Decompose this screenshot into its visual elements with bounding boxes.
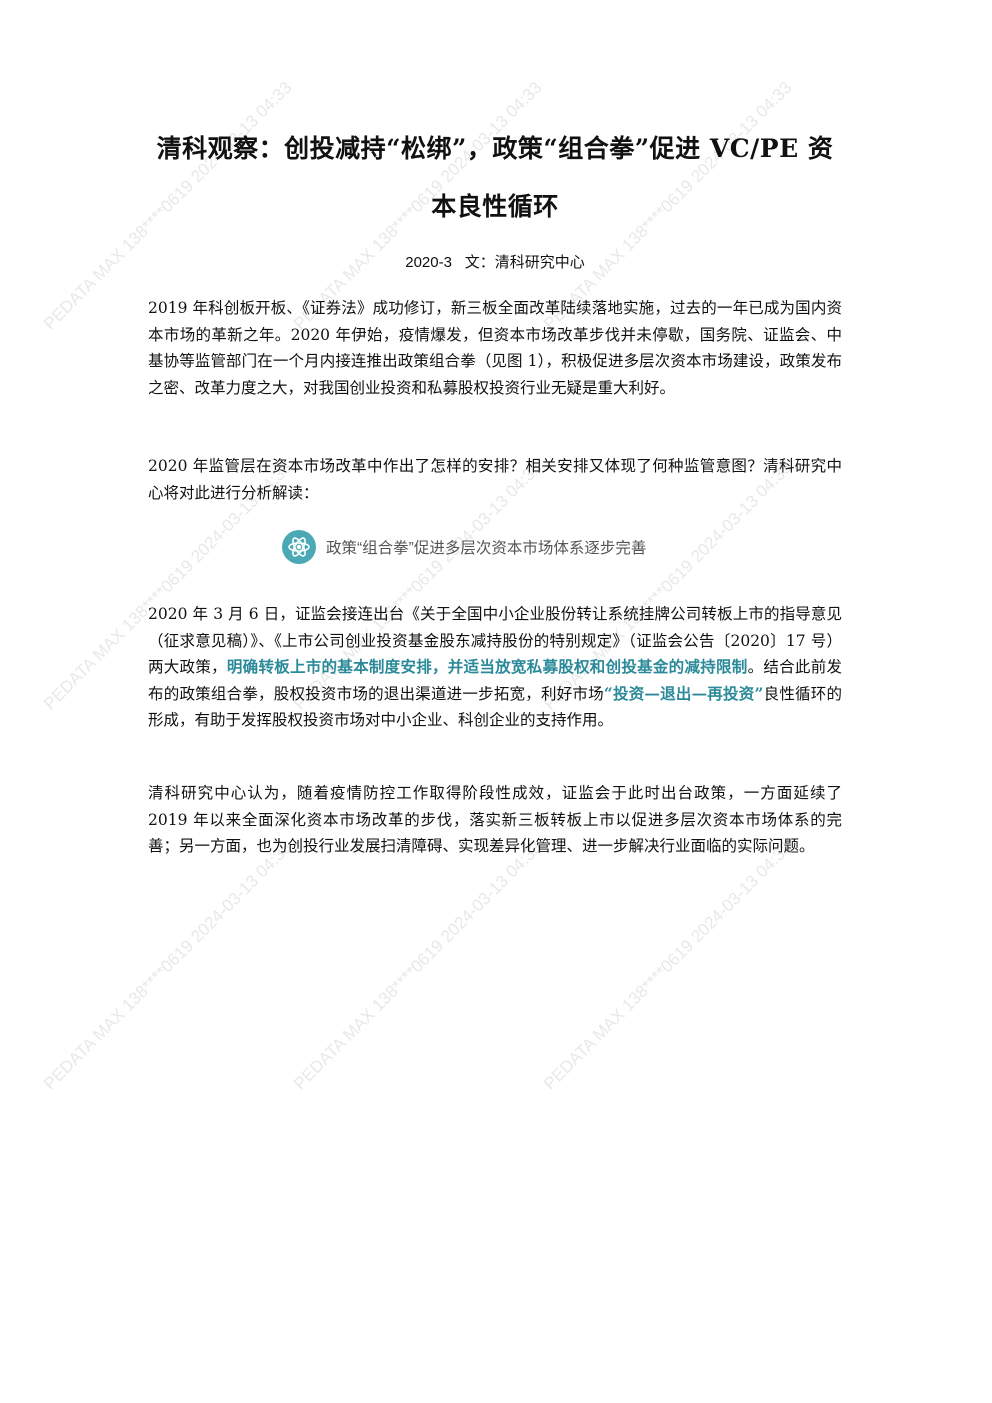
- watermark-text: PEDATA MAX 138****0619 2024-03-13 04:33: [540, 837, 796, 1094]
- section-heading-text: 政策“组合拳”促进多层次资本市场体系逐步完善: [326, 540, 647, 557]
- title-line-1: 清科观察：创投减持“松绑”，政策“组合拳”促进 VC/PE 资: [156, 134, 834, 163]
- watermark-text: PEDATA MAX 138****0619 2024-03-13 04:33: [290, 837, 546, 1094]
- watermark-text: PEDATA MAX 138****0619 2024-03-13 04:33: [40, 837, 296, 1094]
- publish-date: 2020-3: [405, 254, 452, 271]
- paragraph-intro: 2019 年科创板开板、《证券法》成功修订，新三板全面改革陆续落地实施，过去的一…: [148, 299, 842, 397]
- policy-text-2: 。结合此前发布的政策组合拳，股权投资市场的退出渠道进一步拓宽，利好市场: [148, 658, 842, 703]
- policy-highlight-2: “投资—退出—再投资”: [603, 683, 764, 703]
- paragraph-analysis: 清科研究中心认为，随着疫情防控工作取得阶段性成效，证监会于此时出台政策，一方面延…: [148, 784, 842, 855]
- policy-highlight-1: 明确转板上市的基本制度安排，并适当放宽私募股权和创投基金的减持限制: [226, 657, 748, 676]
- policy-text-1: 2020 年 3 月 6 日，证监会接连出台《关于全国中小企业股份转让系统挂牌公…: [148, 605, 842, 676]
- section-heading: 政策“组合拳”促进多层次资本市场体系逐步完善: [282, 530, 646, 564]
- title-line-2: 本良性循环: [431, 192, 559, 221]
- policy-text-3: 良性循环的形成，有助于发挥股权投资市场对中小企业、科创企业的支持作用。: [148, 684, 842, 730]
- paragraph-policy: 2020 年 3 月 6 日，证监会接连出台《关于全国中小企业股份转让系统挂牌公…: [148, 601, 842, 734]
- atom-icon: [282, 530, 316, 564]
- author: 文：清科研究中心: [464, 253, 585, 271]
- document-title: 清科观察：创投减持“松绑”，政策“组合拳”促进 VC/PE 资 本良性循环: [148, 120, 842, 236]
- paragraph-question: 2020 年监管层在资本市场改革中作出了怎样的安排？相关安排又体现了何种监管意图…: [148, 457, 842, 502]
- byline: 2020-3 文：清科研究中心: [148, 250, 842, 275]
